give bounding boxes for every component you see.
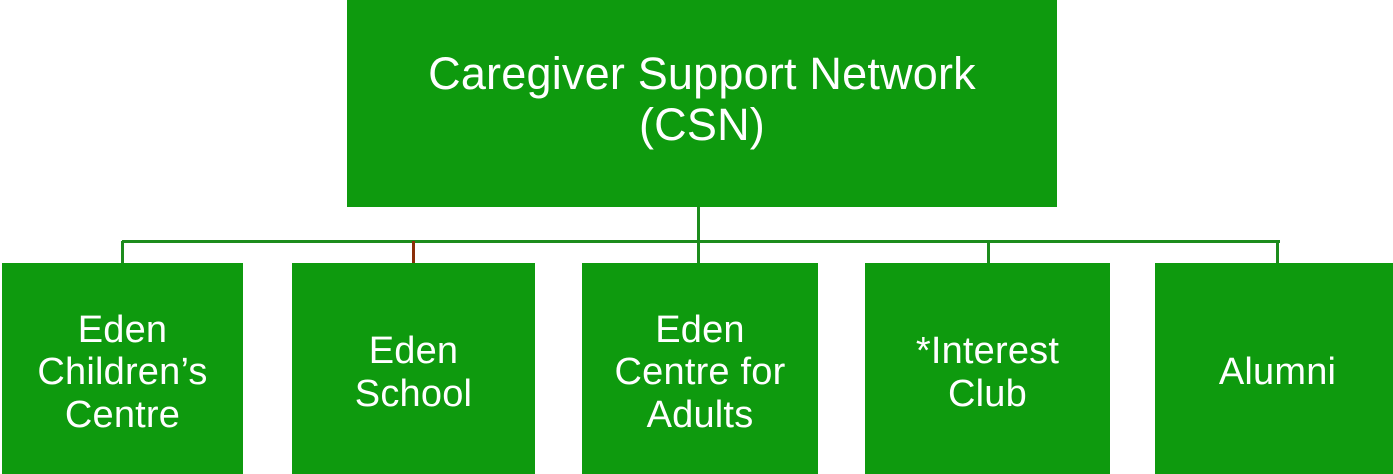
connector-drop-interest-club	[987, 241, 990, 265]
connector-root-stem	[697, 205, 700, 265]
node-alumni[interactable]: Alumni	[1155, 263, 1393, 474]
connector-drop-alumni	[1276, 241, 1279, 265]
node-eden-school[interactable]: Eden School	[292, 263, 535, 474]
connector-drop-eden-school	[412, 241, 415, 265]
node-caregiver-support-network[interactable]: Caregiver Support Network (CSN)	[347, 0, 1057, 207]
connector-horizontal-bus	[122, 240, 1280, 243]
node-eden-centre-for-adults[interactable]: Eden Centre for Adults	[582, 263, 818, 474]
connector-drop-eden-childrens-centre	[121, 241, 124, 265]
node-interest-club[interactable]: *Interest Club	[865, 263, 1110, 474]
connector-drop-eden-centre-for-adults	[697, 241, 700, 265]
node-eden-childrens-centre[interactable]: Eden Children’s Centre	[2, 263, 243, 474]
